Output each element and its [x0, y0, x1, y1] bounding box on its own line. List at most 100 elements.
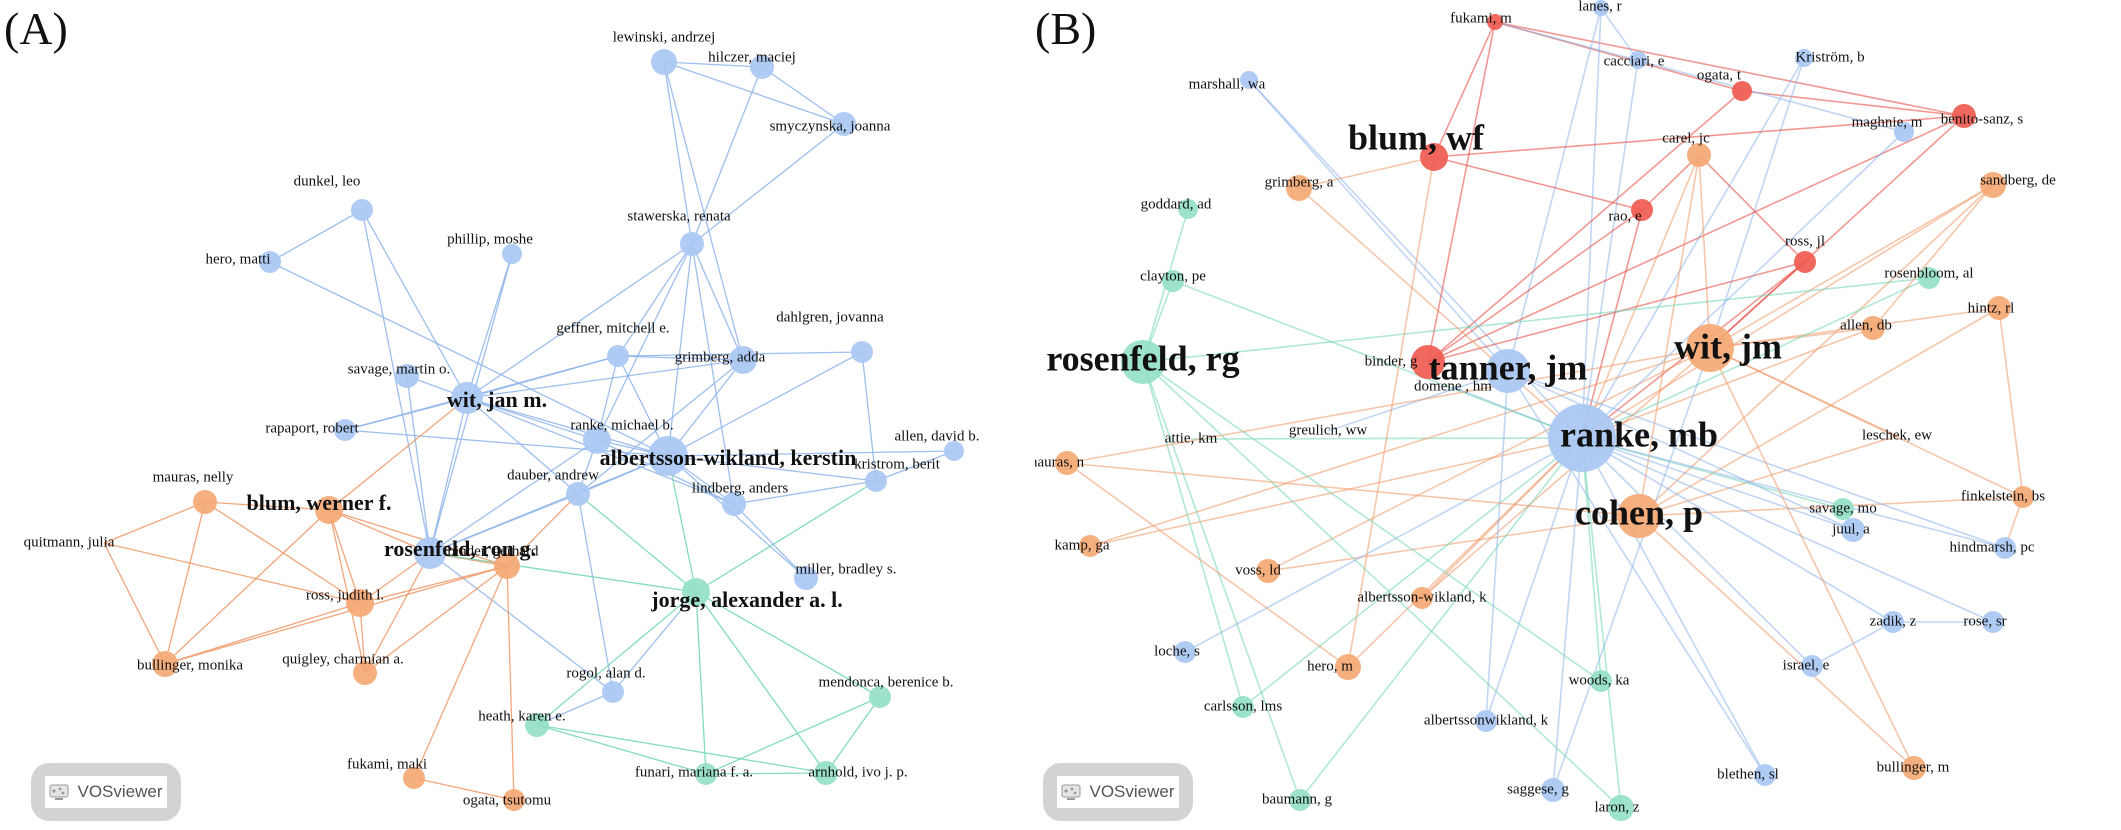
- node-albertssonk[interactable]: [1411, 587, 1433, 609]
- node-cacciari[interactable]: [1629, 51, 1647, 69]
- node-savage[interactable]: [1832, 498, 1854, 520]
- node-binder[interactable]: [494, 553, 520, 579]
- node-marshall[interactable]: [1240, 71, 1258, 89]
- node-rosenfeld[interactable]: [1121, 340, 1165, 384]
- edge-geffner-ranke: [596, 355, 619, 441]
- node-baumann[interactable]: [1289, 789, 1311, 811]
- node-rao[interactable]: [1631, 199, 1653, 221]
- edge-hintz-cohen: [1638, 307, 2000, 517]
- node-dauber[interactable]: [566, 482, 590, 506]
- node-albertsson[interactable]: [648, 436, 688, 476]
- node-mendonca[interactable]: [869, 686, 891, 708]
- node-blethen[interactable]: [1754, 764, 1776, 786]
- node-wit[interactable]: [451, 382, 483, 414]
- node-stawerska[interactable]: [680, 232, 704, 256]
- edge-blum-bullinger: [164, 509, 330, 665]
- node-mauras[interactable]: [193, 490, 217, 514]
- node-albertssonwik[interactable]: [1475, 710, 1497, 732]
- node-dahlgren[interactable]: [851, 341, 873, 363]
- node-mauras[interactable]: [1055, 451, 1079, 475]
- label-blum: blum, werner f.: [246, 490, 391, 515]
- node-blum[interactable]: [1420, 143, 1448, 171]
- node-allen[interactable]: [1861, 316, 1885, 340]
- label-marshall: marshall, wa: [1189, 76, 1266, 92]
- node-hero[interactable]: [1335, 654, 1361, 680]
- node-allen[interactable]: [944, 441, 964, 461]
- node-loche[interactable]: [1174, 641, 1196, 663]
- node-kristrom[interactable]: [865, 470, 887, 492]
- node-quigley[interactable]: [353, 661, 377, 685]
- node-carlsson[interactable]: [1232, 696, 1254, 718]
- node-maghnie[interactable]: [1894, 122, 1914, 142]
- node-rose[interactable]: [1982, 611, 2004, 633]
- edge-kristrom-ranke: [1581, 57, 1805, 439]
- node-fukami[interactable]: [1487, 14, 1503, 30]
- node-dunkel[interactable]: [351, 199, 373, 221]
- edge-jorge-arnhold: [695, 591, 827, 774]
- node-hilczer[interactable]: [750, 55, 774, 79]
- node-funari[interactable]: [695, 763, 717, 785]
- node-grimberg[interactable]: [1286, 175, 1312, 201]
- edge-kamp-wit: [1089, 347, 1711, 547]
- edge-binder-ogata: [506, 565, 515, 801]
- node-goddard[interactable]: [1178, 199, 1198, 219]
- node-lanes[interactable]: [1593, 0, 1609, 16]
- node-arnhold[interactable]: [814, 761, 838, 785]
- node-benito[interactable]: [1952, 104, 1976, 128]
- node-grimberg[interactable]: [729, 346, 757, 374]
- node-bullinger[interactable]: [152, 651, 178, 677]
- node-cohen[interactable]: [1617, 494, 1661, 538]
- nodes-a: [152, 49, 964, 811]
- node-rapaport[interactable]: [334, 419, 356, 441]
- edge-kristrom-jorge: [695, 480, 877, 593]
- node-geffner[interactable]: [607, 345, 629, 367]
- node-smyczynska[interactable]: [832, 112, 856, 136]
- edge-carel-ross: [1698, 154, 1806, 263]
- node-lewinski[interactable]: [651, 49, 677, 75]
- node-ross[interactable]: [346, 589, 374, 617]
- node-miller[interactable]: [794, 566, 818, 590]
- node-hero[interactable]: [259, 251, 281, 273]
- node-wit[interactable]: [1686, 324, 1734, 372]
- node-saggese[interactable]: [1541, 778, 1565, 802]
- node-voss[interactable]: [1256, 559, 1280, 583]
- node-ranke[interactable]: [583, 426, 611, 454]
- node-blum[interactable]: [315, 496, 343, 524]
- node-savage[interactable]: [395, 364, 419, 388]
- node-phillip[interactable]: [502, 244, 522, 264]
- label-loche: loche, s: [1154, 643, 1200, 659]
- node-finkelstein[interactable]: [2012, 486, 2034, 508]
- node-ogata[interactable]: [503, 789, 525, 811]
- node-ross[interactable]: [1794, 251, 1816, 273]
- node-woods[interactable]: [1590, 670, 1612, 692]
- node-lindberg[interactable]: [722, 492, 746, 516]
- node-israel[interactable]: [1801, 655, 1823, 677]
- node-laron[interactable]: [1608, 795, 1634, 821]
- node-fukami[interactable]: [403, 767, 425, 789]
- node-sandberg[interactable]: [1980, 172, 2006, 198]
- node-binder[interactable]: [1411, 345, 1445, 379]
- node-kamp[interactable]: [1079, 535, 1101, 557]
- node-hindmarsh[interactable]: [1994, 537, 2016, 559]
- node-heath[interactable]: [525, 713, 549, 737]
- node-ogata[interactable]: [1732, 81, 1752, 101]
- node-bullinger[interactable]: [1902, 756, 1926, 780]
- node-rogol[interactable]: [602, 681, 624, 703]
- edge-lewinski-stawerska: [663, 61, 693, 245]
- label-dahlgren: dahlgren, jovanna: [776, 309, 884, 325]
- node-juul[interactable]: [1841, 518, 1865, 542]
- node-rosenfeld[interactable]: [414, 537, 446, 569]
- edge-binder-quigley: [364, 565, 508, 674]
- node-jorge[interactable]: [682, 578, 710, 606]
- node-carel[interactable]: [1687, 143, 1711, 167]
- node-hintz[interactable]: [1987, 296, 2011, 320]
- edge-lewinski-grimberg: [663, 61, 744, 361]
- node-ranke[interactable]: [1548, 404, 1616, 472]
- node-zadik[interactable]: [1882, 611, 1904, 633]
- node-clayton[interactable]: [1162, 270, 1184, 292]
- label-funari: funari, mariana f. a.: [635, 764, 753, 780]
- node-kristrom[interactable]: [1795, 49, 1813, 67]
- node-rosenbloom[interactable]: [1918, 267, 1940, 289]
- edge-cacciari-ranke: [1581, 59, 1639, 439]
- node-tanner[interactable]: [1486, 349, 1530, 393]
